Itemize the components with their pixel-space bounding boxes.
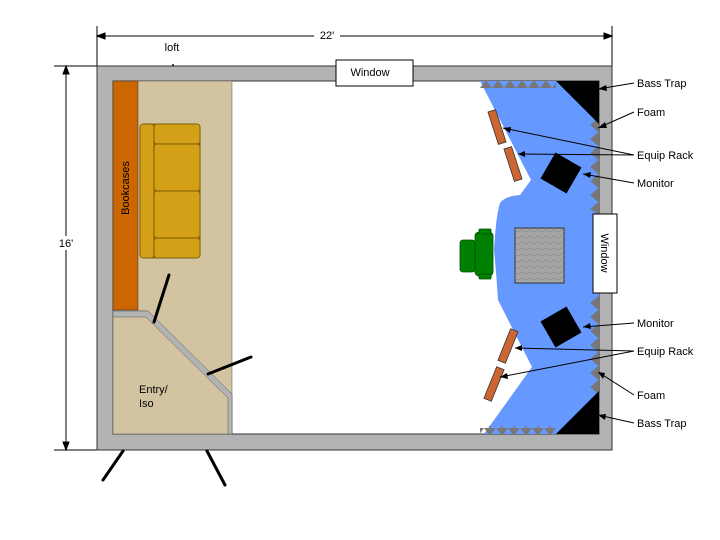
monitor-top bbox=[540, 152, 582, 194]
window-top-label: Window bbox=[350, 67, 389, 79]
window-top bbox=[335, 59, 414, 87]
width-label: 22' bbox=[320, 30, 334, 42]
iso-label: Iso bbox=[139, 398, 154, 410]
foam-top-label: Foam bbox=[637, 107, 665, 119]
chair bbox=[459, 228, 494, 280]
bass-trap-top bbox=[556, 81, 599, 124]
foam-bottom-label: Foam bbox=[637, 390, 665, 402]
sofa bbox=[139, 123, 201, 259]
bass-trap-bottom bbox=[556, 391, 599, 434]
bass-trap-bottom-label: Bass Trap bbox=[637, 418, 687, 430]
height-dimension bbox=[54, 64, 98, 452]
callout-arrowheads bbox=[500, 85, 607, 420]
equip-racks bbox=[483, 109, 523, 402]
bookcases bbox=[112, 80, 139, 311]
window-right bbox=[592, 213, 618, 294]
monitor-top-label: Monitor bbox=[637, 178, 674, 190]
entry-label: Entry/ bbox=[139, 384, 169, 396]
height-label: 16' bbox=[59, 238, 73, 250]
bass-trap-top-label: Bass Trap bbox=[637, 78, 687, 90]
loft-label: loft bbox=[165, 42, 180, 54]
monitor-bottom bbox=[540, 306, 582, 348]
bookcases-label: Bookcases bbox=[120, 161, 132, 215]
width-dimension bbox=[95, 26, 614, 70]
equip-rack-bottom-label: Equip Rack bbox=[637, 346, 694, 358]
equip-rack-top-label: Equip Rack bbox=[637, 150, 694, 162]
doors bbox=[101, 273, 253, 487]
monitor-bottom-label: Monitor bbox=[637, 318, 674, 330]
window-right-label: Window bbox=[598, 233, 610, 272]
callout-lines bbox=[499, 82, 635, 424]
